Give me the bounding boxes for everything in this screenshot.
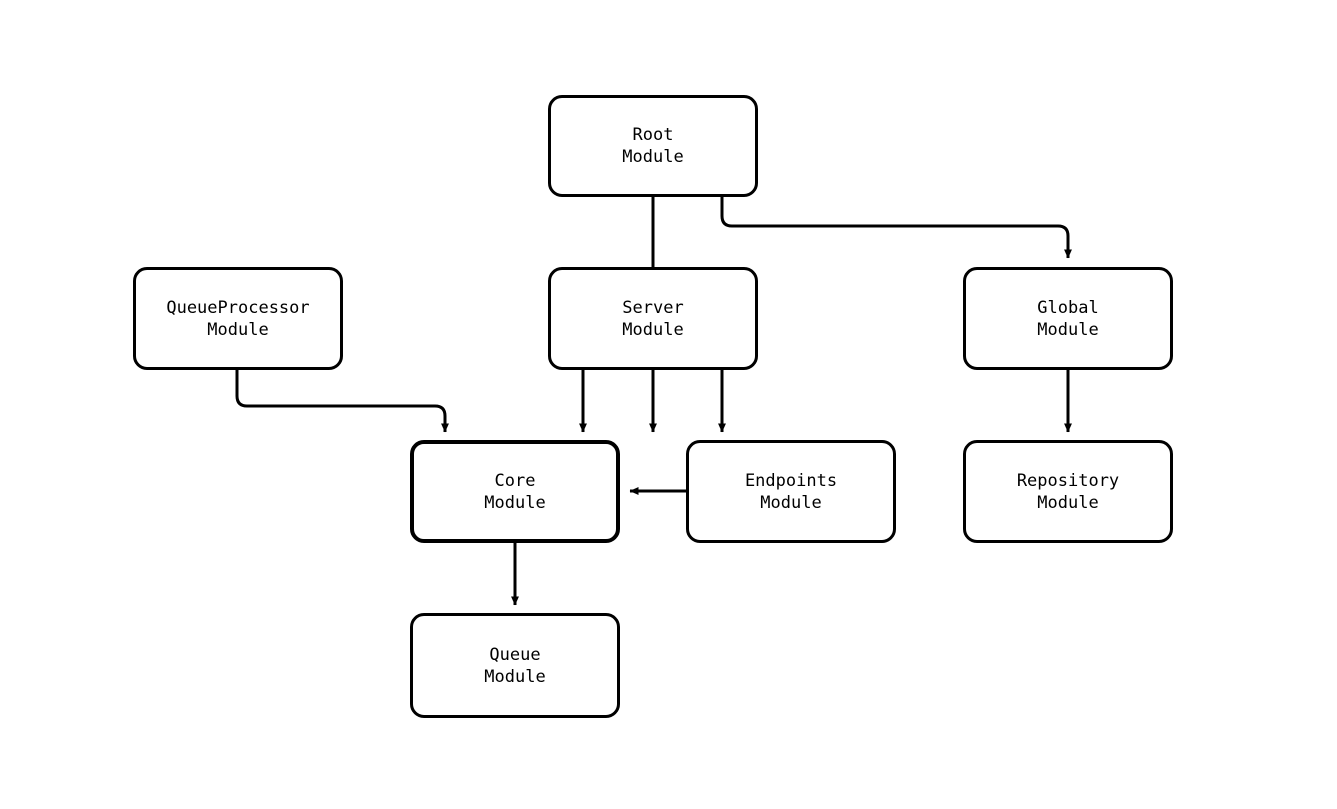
- node-endpoints-module[interactable]: Endpoints Module: [686, 440, 896, 543]
- node-queueprocessor-module[interactable]: QueueProcessor Module: [133, 267, 343, 370]
- node-server-module[interactable]: Server Module: [548, 267, 758, 370]
- node-label-global-module: Global Module: [1037, 297, 1099, 340]
- edge-queueprocessor-to-core: [235, 370, 449, 433]
- node-queue-module[interactable]: Queue Module: [410, 613, 620, 718]
- node-label-queue-module: Queue Module: [484, 644, 546, 687]
- node-label-root-module: Root Module: [622, 125, 684, 167]
- node-global-module[interactable]: Global Module: [963, 267, 1173, 370]
- node-label-queueprocessor-module: QueueProcessor Module: [166, 297, 310, 340]
- node-core-module[interactable]: Core Module: [410, 440, 620, 543]
- node-repository-module[interactable]: Repository Module: [963, 440, 1173, 543]
- node-label-repository-module: Repository Module: [1016, 470, 1120, 513]
- node-label-endpoints-module: Endpoints Module: [744, 470, 838, 513]
- node-root-module[interactable]: Root Module: [548, 95, 758, 197]
- node-label-server-module: Server Module: [622, 297, 684, 340]
- edge-root-to-global: [720, 197, 1072, 259]
- node-label-core-module: Core Module: [484, 470, 546, 513]
